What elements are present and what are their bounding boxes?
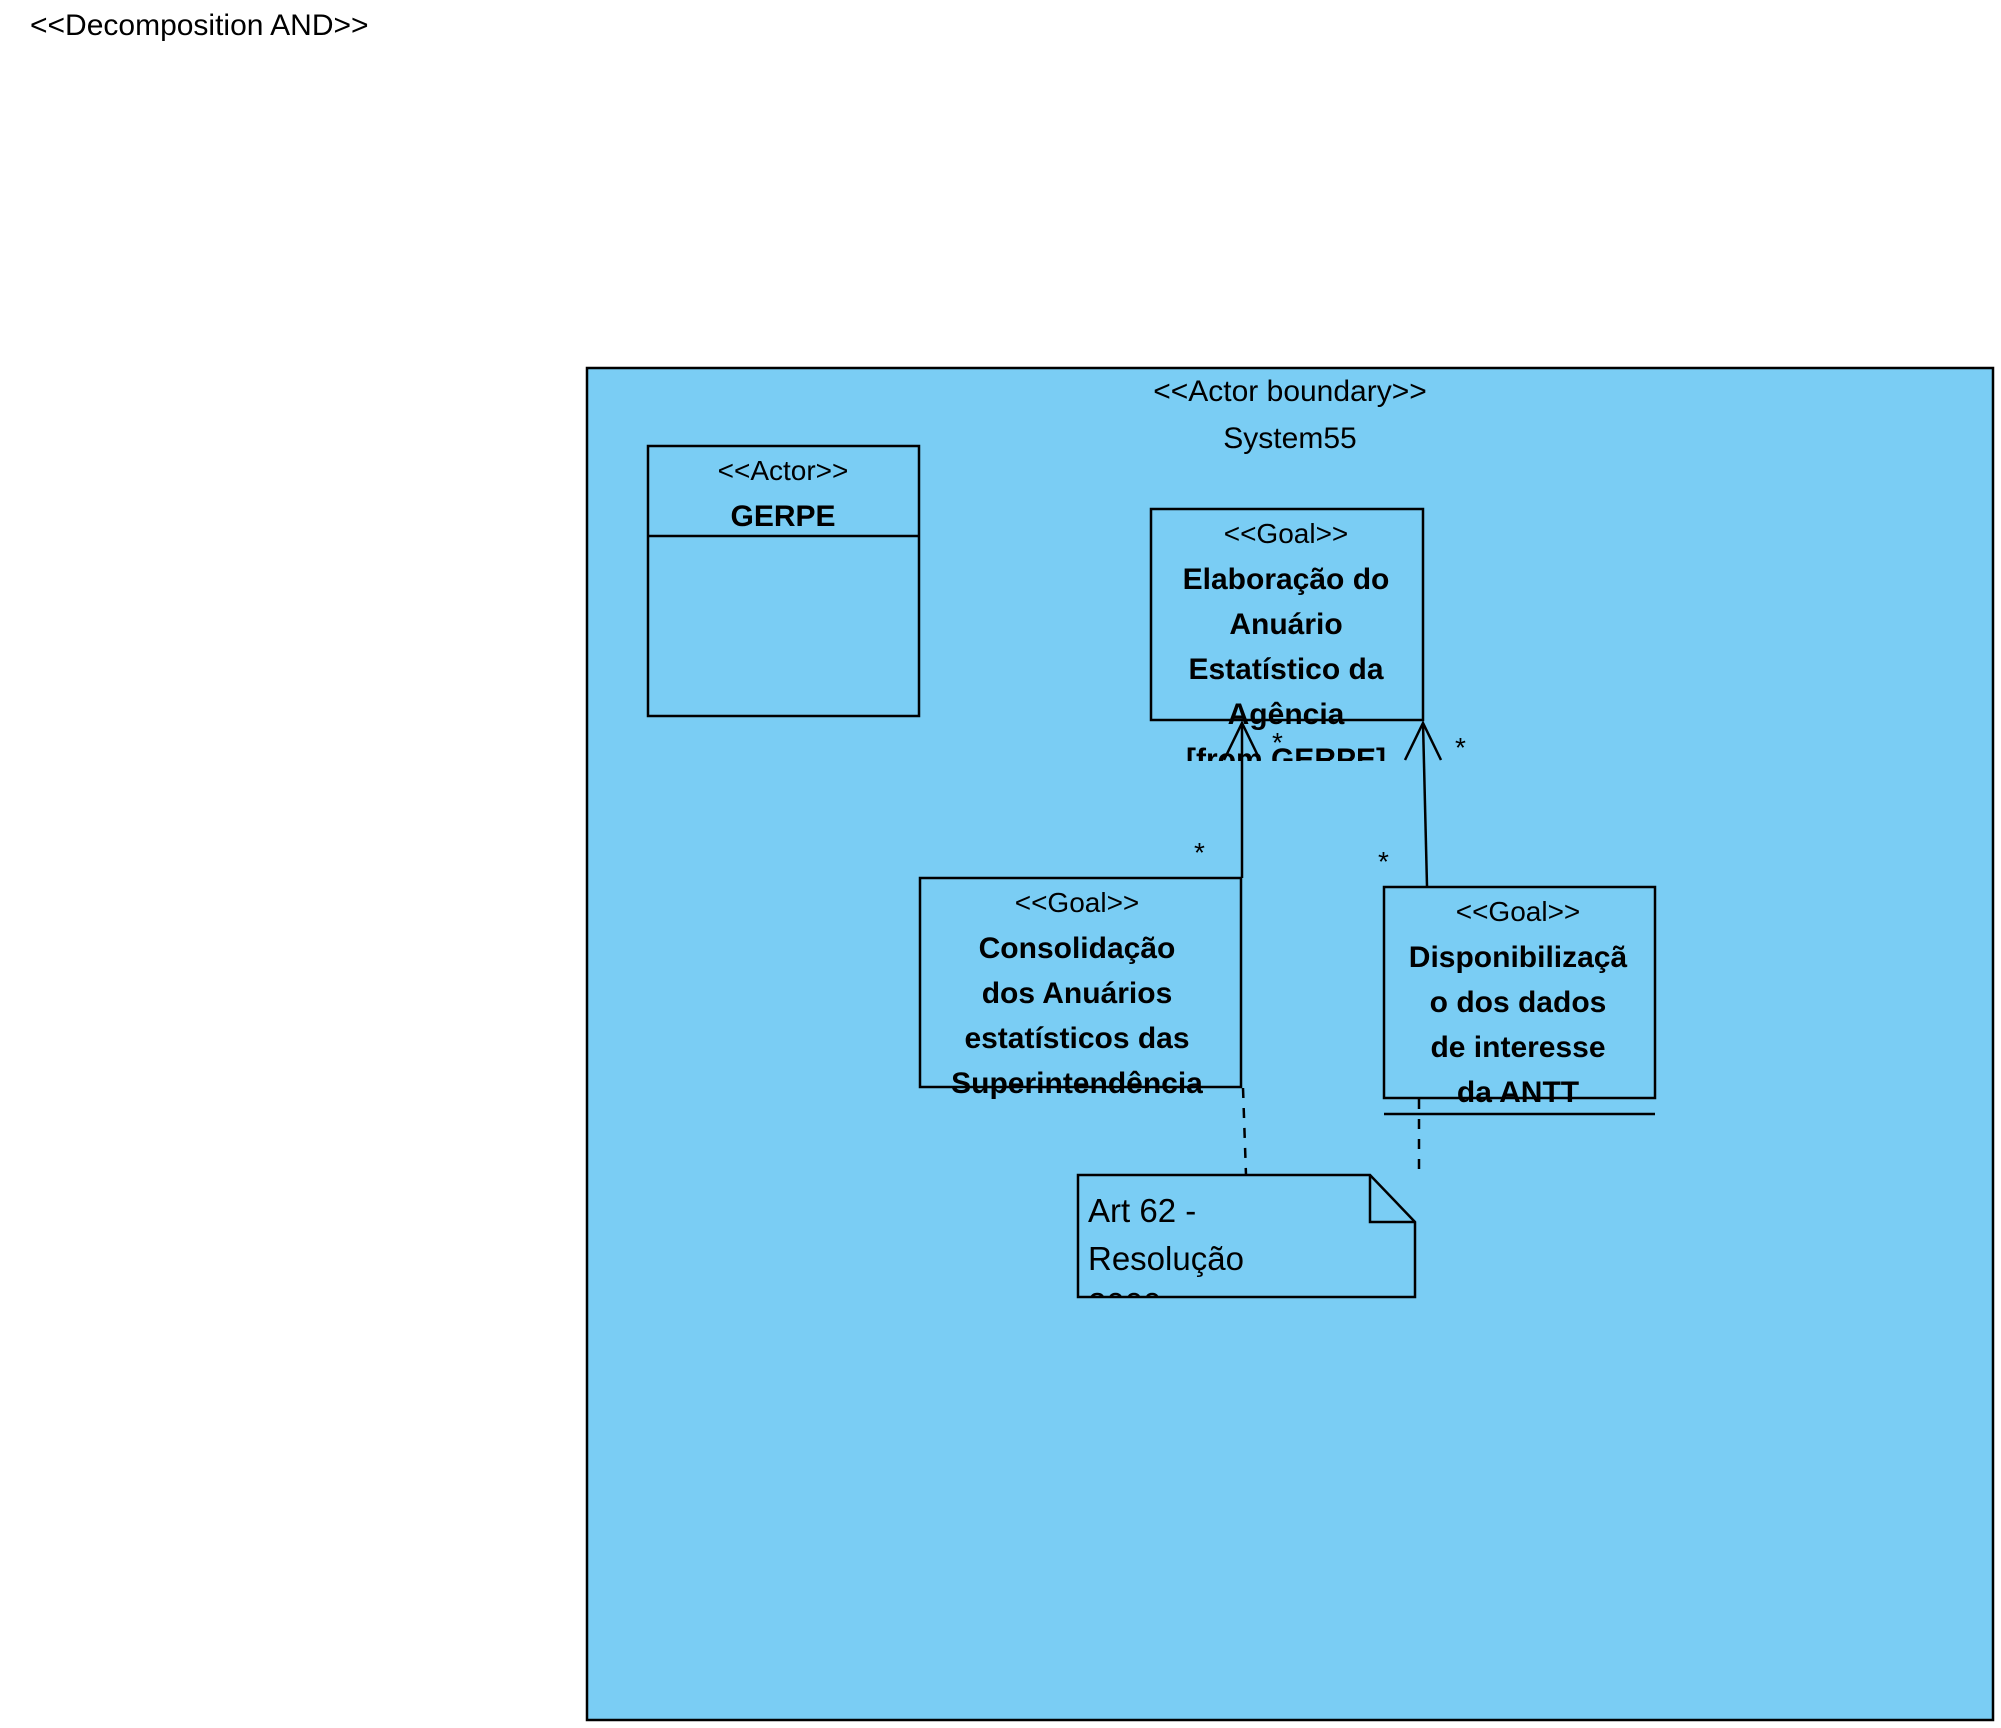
goal-line-4: Superintendência — [951, 1067, 1203, 1100]
actor-gerpe[interactable]: <<Actor>> GERPE — [646, 444, 921, 718]
goal-elaboracao-anuario[interactable]: <<Goal>> Elaboração do Anuário Estatísti… — [1149, 507, 1425, 776]
actor-name: GERPE — [730, 500, 835, 533]
goal-line-2: o dos dados — [1430, 986, 1607, 1019]
note-line-1: Art 62 - — [1088, 1192, 1196, 1229]
boundary-name: System55 — [1223, 422, 1356, 455]
goal-line-3: Estatístico da — [1188, 653, 1383, 686]
decomposition-link-left[interactable] — [1222, 720, 1262, 878]
goal-line-1: Consolidação — [979, 932, 1176, 965]
goal-box — [1149, 507, 1425, 722]
goal-line-2: dos Anuários — [982, 977, 1173, 1010]
goal-stereotype: <<Goal>> — [1456, 896, 1581, 927]
decomposition-label: <<Decomposition AND>> — [30, 9, 369, 42]
goal-line-1: Elaboração do — [1183, 563, 1390, 596]
boundary-stereotype: <<Actor boundary>> — [1153, 375, 1427, 408]
goal-stereotype: <<Goal>> — [1015, 887, 1140, 918]
decomposition-link-right[interactable] — [1403, 720, 1443, 887]
goal-box — [918, 876, 1243, 1089]
goal-consolidacao-anuarios[interactable]: <<Goal>> Consolidação dos Anuários estat… — [918, 876, 1243, 1145]
note-anchor-left — [1241, 1087, 1248, 1176]
note-art62[interactable]: Art 62 - Resolução 2000 — [1076, 1173, 1417, 1323]
multiplicity-main-left: * — [1272, 727, 1283, 758]
goal-disponibilizacao-dados[interactable]: <<Goal>> Disponibilizaçã o dos dados de … — [1382, 885, 1657, 1116]
link-line — [1421, 722, 1429, 887]
open-arrowhead — [1222, 720, 1262, 761]
goal-line-2: Anuário — [1229, 608, 1342, 641]
multiplicity-main-right: * — [1455, 732, 1466, 763]
note-line-2: Resolução — [1088, 1240, 1244, 1277]
multiplicity-right-goal: * — [1378, 846, 1389, 877]
goal-line-3: de interesse — [1430, 1031, 1605, 1064]
goal-line-3: estatísticos das — [964, 1022, 1189, 1055]
actor-box — [646, 444, 921, 718]
goal-line-4: Agência — [1228, 698, 1345, 731]
open-arrowhead — [1403, 720, 1443, 761]
goal-line-5: [from GERPE] — [1186, 743, 1386, 776]
goal-line-5: s — [1069, 1112, 1086, 1145]
multiplicity-left-goal: * — [1194, 837, 1205, 868]
note-line-3: 2000 — [1088, 1286, 1161, 1323]
actor-stereotype: <<Actor>> — [718, 455, 849, 486]
goal-box — [1382, 885, 1657, 1100]
goal-stereotype: <<Goal>> — [1224, 518, 1349, 549]
note-fold — [1368, 1175, 1415, 1224]
goal-line-1: Disponibilizaçã — [1409, 941, 1628, 974]
note-shape — [1076, 1173, 1417, 1299]
goal-line-4: da ANTT — [1457, 1076, 1579, 1109]
